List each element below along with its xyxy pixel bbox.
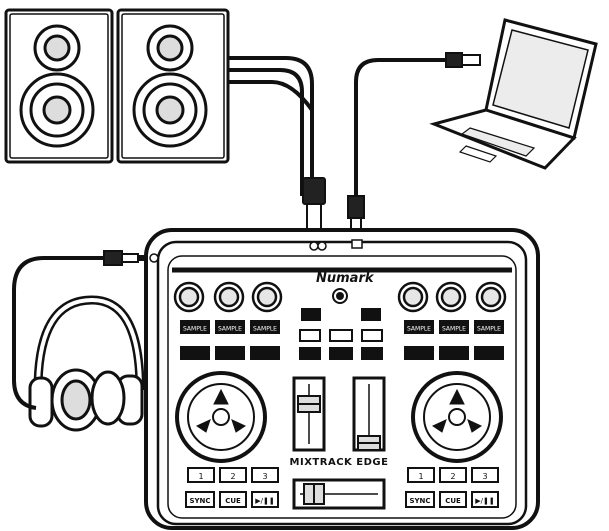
right-hotcue-1: 1 xyxy=(418,472,423,481)
crossfader[interactable] xyxy=(292,478,386,510)
left-pad-label-2: SAMPLE xyxy=(218,326,242,333)
right-sync-button[interactable]: SYNC xyxy=(409,497,430,505)
jog-wheel-right[interactable] xyxy=(411,371,503,463)
model-name: MIXTRACK EDGE xyxy=(290,457,389,468)
left-cue-button[interactable]: CUE xyxy=(225,497,241,505)
speaker-right-icon xyxy=(116,8,230,164)
knobs-right[interactable] xyxy=(397,281,507,313)
right-pad-label-3: SAMPLE xyxy=(477,326,501,333)
channel-fader-right[interactable] xyxy=(352,376,386,452)
usb-cable xyxy=(354,58,446,196)
laptop-icon xyxy=(429,18,598,170)
right-pad-label-1: SAMPLE xyxy=(407,326,431,333)
center-indicator-icon xyxy=(332,288,348,304)
usb-plug-icon xyxy=(347,52,481,237)
headphone-cable xyxy=(12,256,104,410)
speaker-left-icon xyxy=(4,8,114,164)
jog-wheel-left[interactable] xyxy=(175,371,267,463)
right-pad-row2[interactable] xyxy=(404,346,504,360)
brand-logo: Numark xyxy=(316,271,375,286)
left-pad-label-1: SAMPLE xyxy=(183,326,207,333)
right-cue-button[interactable]: CUE xyxy=(445,497,461,505)
headphone-jack-icon xyxy=(103,250,149,266)
knobs-left[interactable] xyxy=(173,281,283,313)
left-hotcue-3: 3 xyxy=(262,472,267,481)
channel-fader-left[interactable] xyxy=(292,376,326,452)
left-pad-row2[interactable] xyxy=(180,346,280,360)
left-pad-label-3: SAMPLE xyxy=(253,326,277,333)
transport-right[interactable] xyxy=(405,491,499,508)
left-hotcue-1: 1 xyxy=(198,472,203,481)
port-markers xyxy=(149,239,363,263)
left-play-button[interactable]: ▶/❚❚ xyxy=(255,497,274,505)
right-pad-label-2: SAMPLE xyxy=(442,326,466,333)
transport-left[interactable] xyxy=(185,491,279,508)
right-hotcue-3: 3 xyxy=(482,472,487,481)
hotcues-right[interactable] xyxy=(407,467,499,483)
left-sync-button[interactable]: SYNC xyxy=(189,497,210,505)
right-play-button[interactable]: ▶/❚❚ xyxy=(475,497,494,505)
speaker-cables xyxy=(228,56,314,196)
left-hotcue-2: 2 xyxy=(230,472,235,481)
left-pad-row1[interactable]: SAMPLE SAMPLE SAMPLE xyxy=(180,320,280,334)
right-hotcue-2: 2 xyxy=(450,472,455,481)
headphones-icon xyxy=(28,295,145,432)
right-pad-row1[interactable]: SAMPLE SAMPLE SAMPLE xyxy=(404,320,504,334)
center-buttons[interactable] xyxy=(299,308,383,360)
hotcues-left[interactable] xyxy=(187,467,279,483)
